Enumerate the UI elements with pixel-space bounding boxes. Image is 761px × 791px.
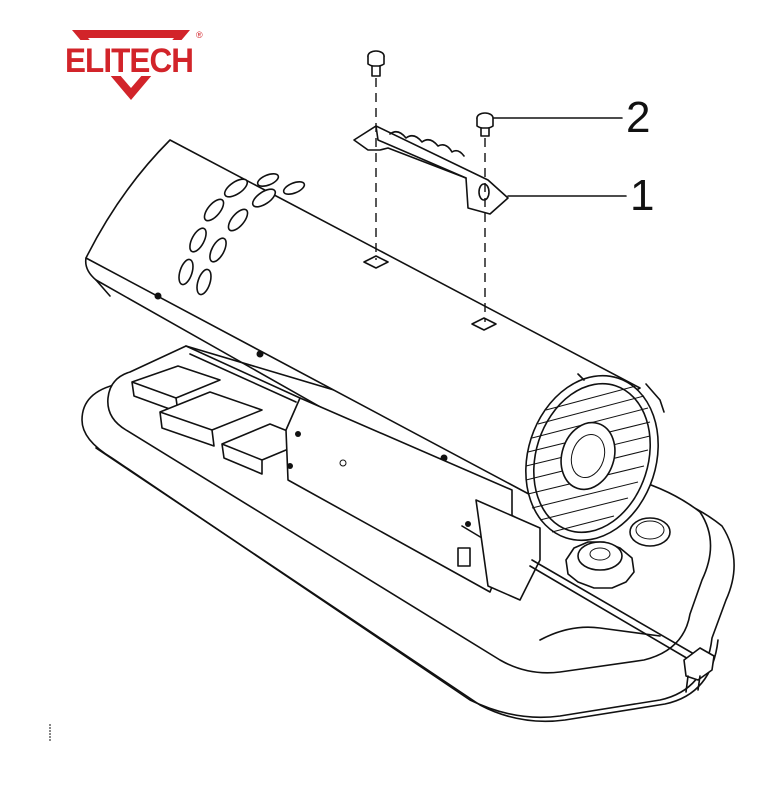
rivet <box>154 292 162 300</box>
rivet <box>295 431 301 437</box>
power-cord <box>529 559 715 693</box>
logo-text-backdrop <box>62 40 196 76</box>
callout-1: 1 <box>507 171 654 220</box>
grille-clip-top <box>645 383 665 413</box>
handle-mount-pad-left <box>363 255 389 269</box>
cylinder-seam-tick <box>95 279 111 297</box>
power-switch <box>457 547 471 567</box>
cord-line-bottom <box>529 565 691 661</box>
plug-pin <box>697 675 701 691</box>
rivet <box>256 350 264 358</box>
fuel-gauge-inner <box>635 520 665 540</box>
plug-pin <box>685 675 689 693</box>
callout-number: 1 <box>630 171 654 220</box>
tank-deck-front-edge <box>539 626 661 641</box>
callout-number: 2 <box>626 93 650 142</box>
burner-core <box>570 434 606 478</box>
callout-2: 2 <box>493 93 650 142</box>
fuel-gauge <box>629 517 671 547</box>
handle-mount-pad-right <box>471 317 497 331</box>
heater-body <box>84 139 641 601</box>
handle-body <box>353 125 509 215</box>
grille-inner-ring <box>532 382 652 534</box>
grille-clip <box>577 373 585 381</box>
front-grille <box>525 373 665 542</box>
screw-shank <box>480 127 490 137</box>
underside-rail-2 <box>189 353 297 403</box>
filler-cap-center <box>589 547 611 561</box>
screw-left <box>367 50 385 77</box>
elitech-logo: ELITECH ® <box>62 30 203 100</box>
screw-head-side <box>476 118 494 130</box>
logo-registered-mark: ® <box>196 30 203 40</box>
tank-pocket-2 <box>159 391 263 447</box>
cord-line-top <box>531 559 695 655</box>
handle-screw-hole <box>478 183 490 201</box>
underside-rail <box>185 345 301 399</box>
screw-shank <box>371 65 381 77</box>
plug-body <box>683 647 715 681</box>
vent-slots <box>178 172 306 296</box>
rivet <box>465 521 471 527</box>
panel-hole <box>339 459 347 467</box>
support-bracket <box>475 499 541 601</box>
logo-triangle <box>72 30 190 100</box>
handle-grip <box>389 130 465 157</box>
logo-text: ELITECH <box>65 42 193 80</box>
screw-right <box>476 112 494 137</box>
filler-cap-top <box>577 541 623 571</box>
rivet <box>287 463 293 469</box>
screw-head-side <box>367 56 385 68</box>
